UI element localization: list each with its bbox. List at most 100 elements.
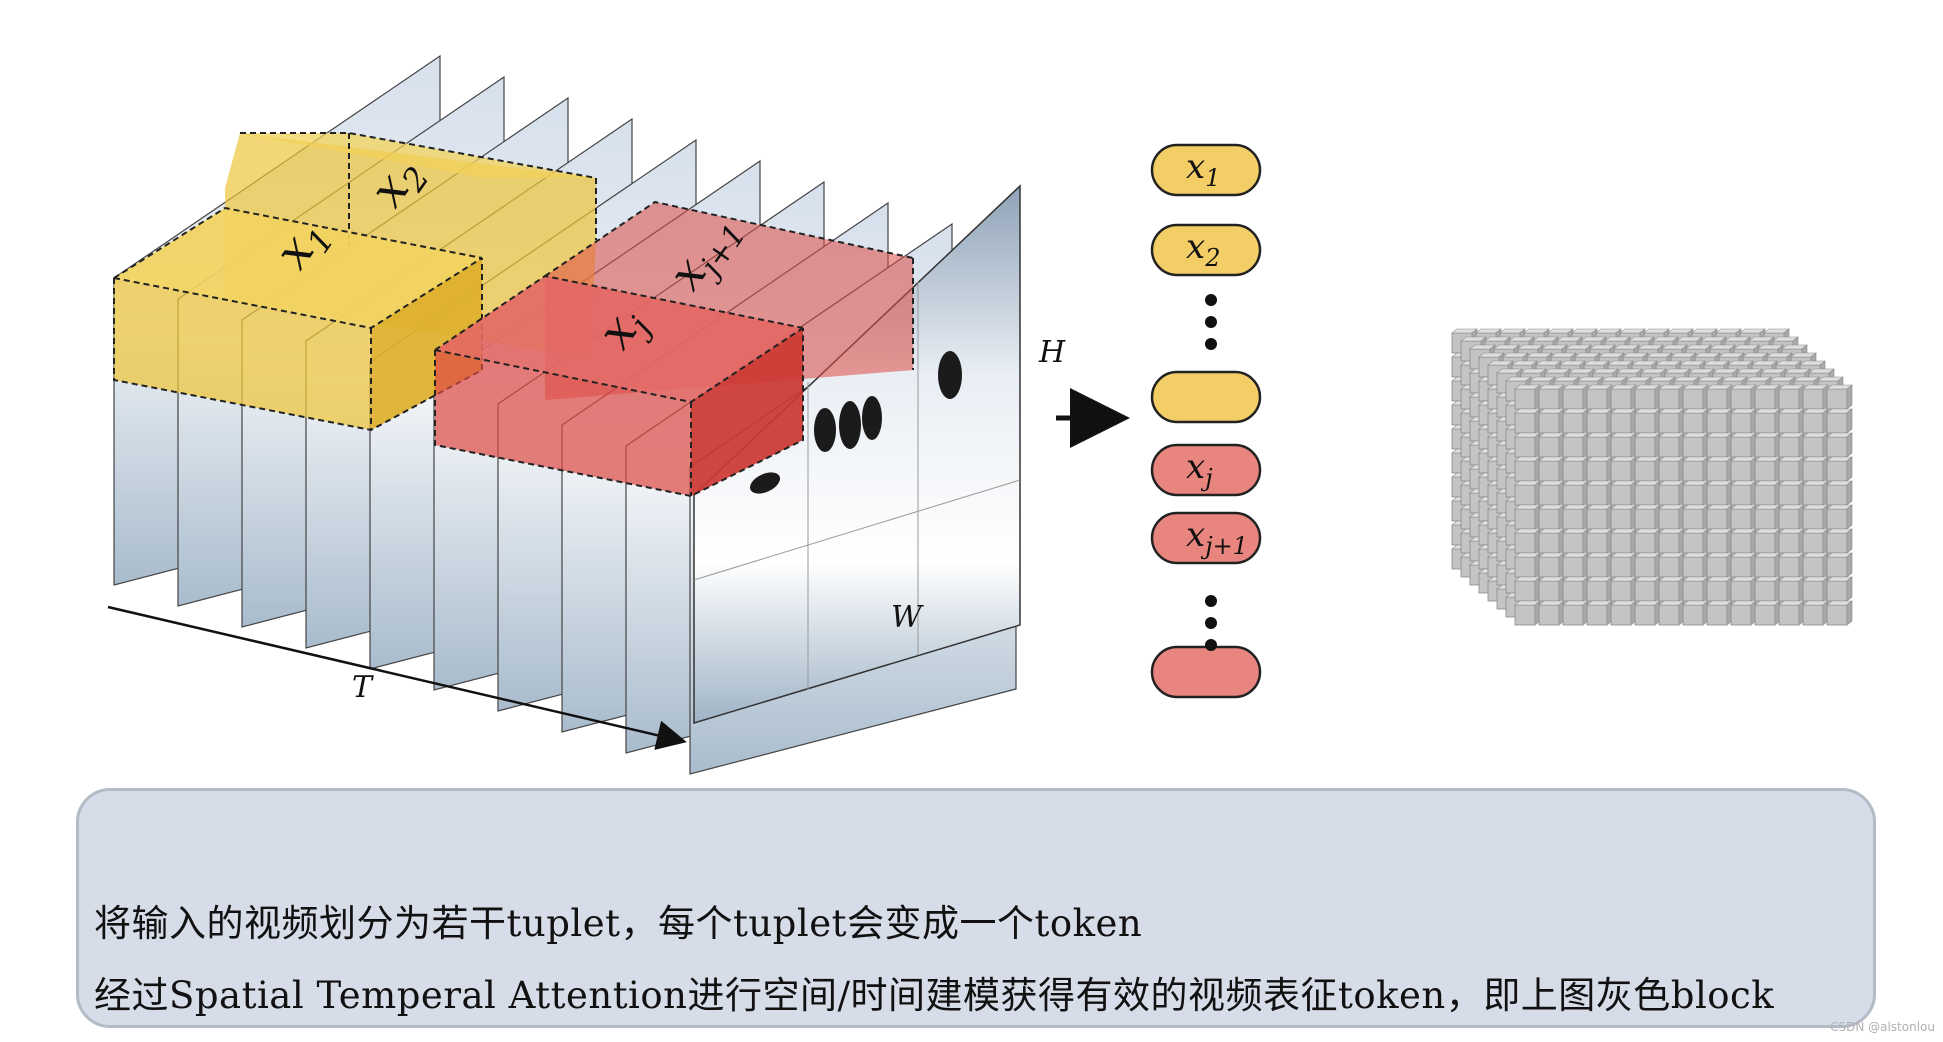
token-cube (1587, 409, 1612, 433)
ellipsis-dot (1205, 617, 1217, 629)
token-cube (1611, 577, 1636, 601)
token-cube (1707, 529, 1732, 553)
token-cube (1731, 553, 1756, 577)
token-cube (1755, 385, 1780, 409)
token-cube (1587, 601, 1612, 625)
token-cube (1779, 385, 1804, 409)
token-cube (1539, 481, 1564, 505)
token-cube (1539, 433, 1564, 457)
ellipsis-dot (1205, 595, 1217, 607)
token-cube (1707, 553, 1732, 577)
watermark: CSDN @alstonlou (1830, 1020, 1935, 1034)
token-cube (1827, 433, 1852, 457)
token-cube (1611, 553, 1636, 577)
token-cube (1563, 529, 1588, 553)
token-cube (1827, 577, 1852, 601)
token-cube (1683, 385, 1708, 409)
token-cube (1779, 457, 1804, 481)
token-cube (1803, 577, 1828, 601)
token-cube (1731, 577, 1756, 601)
token-cube (1659, 433, 1684, 457)
token-cube (1563, 505, 1588, 529)
token-cube (1635, 481, 1660, 505)
token-cube (1539, 385, 1564, 409)
token-list: x1x2xjxj+1 (1152, 145, 1260, 697)
penguin (814, 408, 836, 452)
token-cube (1683, 409, 1708, 433)
token-cube (1515, 457, 1540, 481)
token-cube (1779, 433, 1804, 457)
token-cube (1707, 505, 1732, 529)
token-cube (1515, 601, 1540, 625)
token-cube (1803, 457, 1828, 481)
token-cube (1779, 409, 1804, 433)
token-cube (1707, 385, 1732, 409)
token-cube (1563, 433, 1588, 457)
token-cube (1779, 601, 1804, 625)
token-cube (1731, 505, 1756, 529)
axis-label-W: W (891, 600, 924, 635)
token-cube (1755, 553, 1780, 577)
token-cube (1515, 433, 1540, 457)
token-block-cube (1452, 329, 1852, 625)
token-cube (1659, 481, 1684, 505)
token-pill: x1 (1152, 145, 1260, 195)
token-cube (1827, 385, 1852, 409)
token-pill: xj+1 (1152, 513, 1260, 563)
token-cube (1827, 457, 1852, 481)
token-cube (1683, 481, 1708, 505)
token-cube (1683, 457, 1708, 481)
token-cube (1731, 409, 1756, 433)
token-cube (1731, 481, 1756, 505)
penguin (862, 396, 882, 440)
axis-label-H: H (1038, 335, 1066, 370)
token-cube (1659, 577, 1684, 601)
token-cube (1563, 553, 1588, 577)
token-cube (1827, 553, 1852, 577)
penguin (938, 351, 962, 399)
token-cube (1755, 433, 1780, 457)
token-cube (1707, 577, 1732, 601)
token-cube (1803, 409, 1828, 433)
token-cube (1587, 553, 1612, 577)
token-cube (1539, 601, 1564, 625)
token-cube (1683, 529, 1708, 553)
token-pill (1152, 372, 1260, 422)
token-cube (1803, 385, 1828, 409)
token-cube (1515, 481, 1540, 505)
token-cube (1827, 529, 1852, 553)
token-cube (1779, 505, 1804, 529)
token-cube (1563, 601, 1588, 625)
token-cube (1659, 505, 1684, 529)
token-cube (1611, 385, 1636, 409)
token-cube (1755, 409, 1780, 433)
token-cube (1755, 457, 1780, 481)
ellipsis-dot (1205, 316, 1217, 328)
token-cube (1539, 457, 1564, 481)
token-cube (1539, 553, 1564, 577)
ellipsis-dot (1205, 294, 1217, 306)
token-cube (1827, 505, 1852, 529)
token-cube (1779, 529, 1804, 553)
token-cube (1683, 601, 1708, 625)
token-cube (1515, 529, 1540, 553)
token-cube (1515, 553, 1540, 577)
token-cube (1587, 433, 1612, 457)
token-cube (1731, 529, 1756, 553)
token-cube (1659, 457, 1684, 481)
token-cube (1659, 553, 1684, 577)
token-cube (1587, 505, 1612, 529)
token-cube (1803, 553, 1828, 577)
caption-line-1: 将输入的视频划分为若干tuplet，每个tuplet会变成一个token (94, 893, 1142, 947)
token-cube (1563, 457, 1588, 481)
token-cube (1563, 409, 1588, 433)
token-cube (1755, 601, 1780, 625)
token-cube (1635, 553, 1660, 577)
axis-label-T: T (352, 670, 374, 705)
token-cube (1803, 433, 1828, 457)
token-cube (1779, 577, 1804, 601)
token-cube (1731, 433, 1756, 457)
token-cube (1731, 457, 1756, 481)
token-pill (1152, 647, 1260, 697)
